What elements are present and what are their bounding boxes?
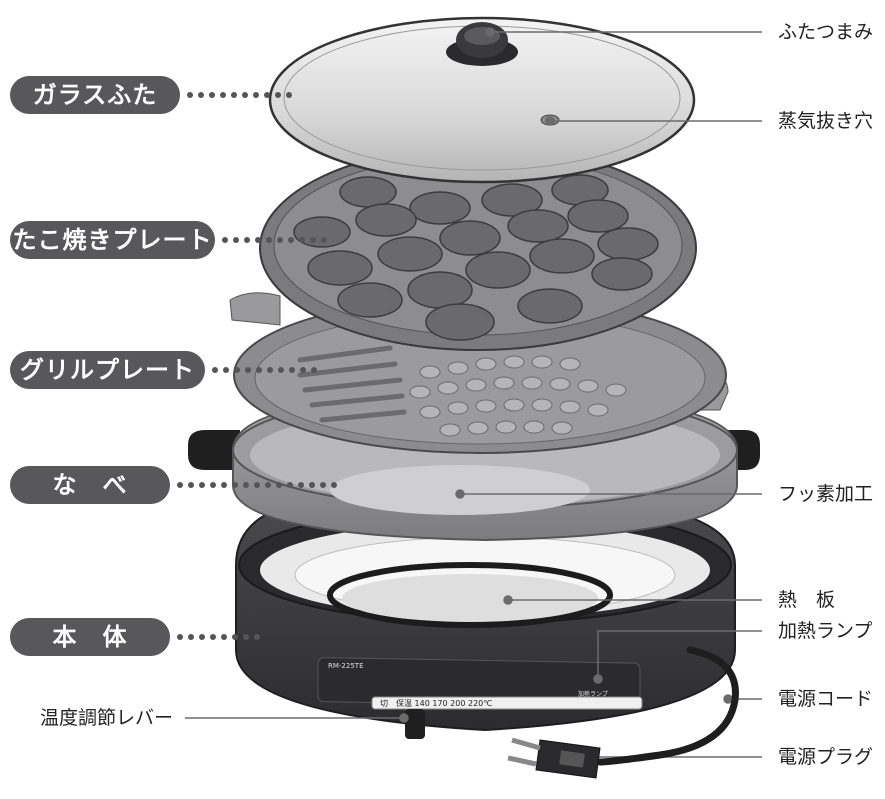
leader-dot [256, 367, 262, 373]
leader-dot [188, 634, 194, 640]
label-lid-knob: ふたつまみ [778, 21, 874, 43]
section-label-body: 本 体 [10, 618, 170, 656]
leader-dot [299, 237, 305, 243]
lamp-marking-text: 加熱ランプ [578, 690, 608, 698]
leader-dot [245, 367, 251, 373]
leader-dot [275, 92, 281, 98]
takoyaki-wells [293, 174, 659, 341]
leader-dot [289, 367, 295, 373]
leader-dot [234, 367, 240, 373]
leader-dot [309, 482, 315, 488]
leader-dot [331, 482, 337, 488]
leader-dot [264, 92, 270, 98]
dots-body [177, 634, 260, 640]
leader-dot [276, 482, 282, 488]
leader-dot [223, 367, 229, 373]
leader-dot [210, 634, 216, 640]
leader-dot [253, 92, 259, 98]
model-text: RM-225TE [328, 662, 364, 670]
section-label-pot: な べ [10, 466, 170, 504]
leader-dot [199, 482, 205, 488]
leader-dot [267, 367, 273, 373]
leader-dot [187, 92, 193, 98]
leader-dot [278, 367, 284, 373]
leader-dot [221, 634, 227, 640]
grill-plate [229, 292, 729, 454]
label-heating-plate: 熱 板 [778, 589, 836, 611]
leader-dot [265, 482, 271, 488]
leader-dot [232, 634, 238, 640]
leader-dot [288, 237, 294, 243]
label-fluorine-coating: フッ素加工 [778, 483, 874, 505]
leader-dot [320, 482, 326, 488]
leader-dot [242, 92, 248, 98]
label-power-plug: 電源プラグ [778, 746, 874, 768]
dots-takoyaki [222, 237, 327, 243]
leader-dot [266, 237, 272, 243]
right-leaders [185, 27, 762, 762]
section-label-glass-lid: ガラスふた [10, 76, 180, 114]
section-dots [177, 92, 337, 640]
glass-lid [268, 16, 696, 184]
leader-dot [212, 367, 218, 373]
section-label-grill-plate: グリルプレート [10, 351, 205, 389]
leader-dot [243, 634, 249, 640]
leader-dot [244, 237, 250, 243]
leader-dot [300, 367, 306, 373]
section-label-takoyaki-plate: たこ焼きプレート [10, 221, 215, 259]
leader-dot [255, 237, 261, 243]
power-cord [596, 646, 739, 766]
leader-dot [243, 482, 249, 488]
leader-dot [177, 634, 183, 640]
takoyaki-plate [259, 145, 697, 351]
leader-dot [233, 237, 239, 243]
leader-dot [221, 482, 227, 488]
leader-dot [321, 237, 327, 243]
leader-dot [232, 482, 238, 488]
leader-dot [298, 482, 304, 488]
leader-dot [220, 92, 226, 98]
dots-lid [187, 92, 292, 98]
leader-dot [277, 237, 283, 243]
leader-dot [254, 482, 260, 488]
leader-dot [310, 237, 316, 243]
label-steam-vent: 蒸気抜き穴 [778, 110, 874, 132]
temperature-scale-text: 切 保温 140 170 200 220℃ [380, 698, 492, 708]
dots-grill [212, 367, 317, 373]
leader-dot [254, 634, 260, 640]
leader-dot [287, 482, 293, 488]
main-body [235, 504, 736, 739]
leader-dot [286, 92, 292, 98]
label-power-cord: 電源コード [778, 688, 874, 710]
power-plug [507, 737, 601, 779]
leader-dot [311, 367, 317, 373]
leader-dot [231, 92, 237, 98]
grill-dimples [409, 355, 627, 437]
leader-dot [198, 92, 204, 98]
leader-dot [210, 482, 216, 488]
label-temp-lever: 温度調節レバー [40, 707, 174, 729]
leader-dot [209, 92, 215, 98]
leader-dot [199, 634, 205, 640]
leader-dot [188, 482, 194, 488]
grill-ridges [297, 345, 407, 423]
leader-dot [177, 482, 183, 488]
dots-pot [177, 482, 337, 488]
label-heating-lamp: 加熱ランプ [778, 620, 873, 642]
leader-dot [222, 237, 228, 243]
